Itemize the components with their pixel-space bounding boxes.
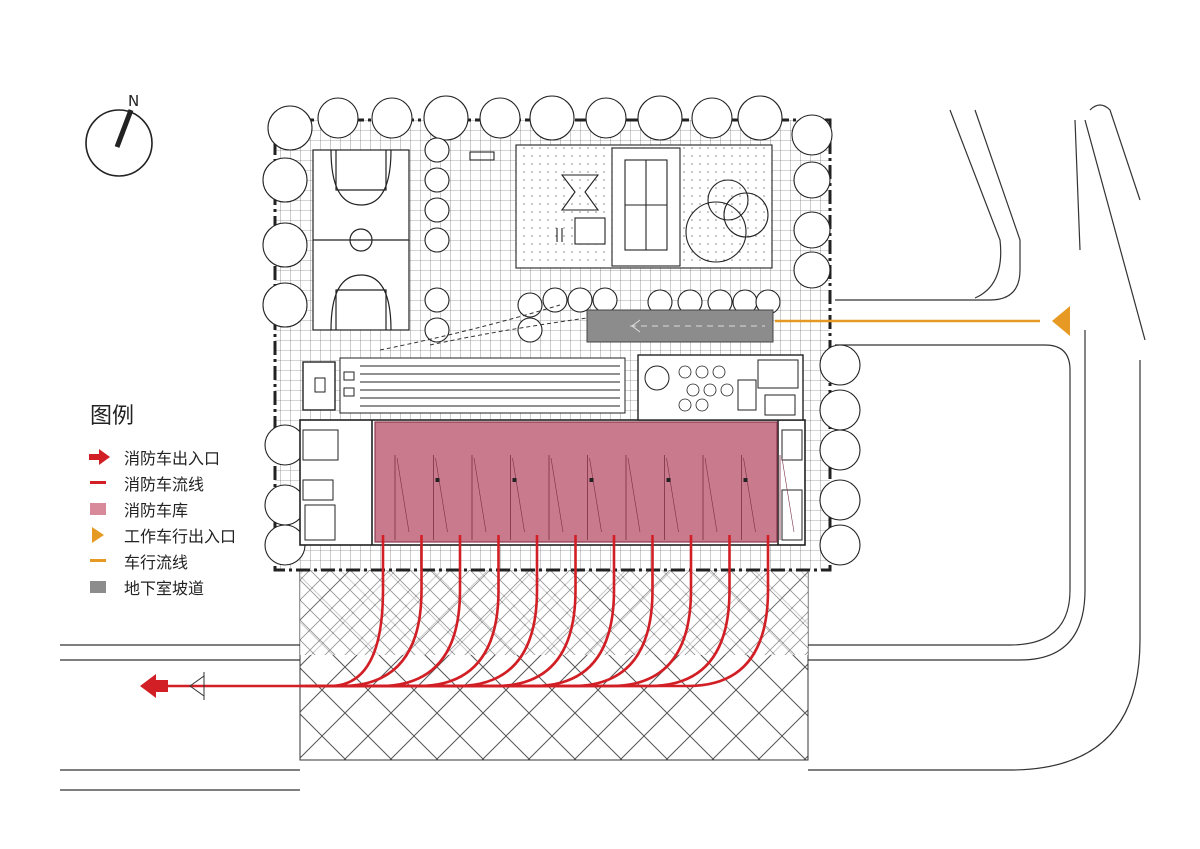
- legend-title: 图例: [90, 404, 135, 429]
- column: [435, 478, 440, 482]
- road-lines: [60, 104, 1146, 791]
- legend-item-fire-garage: 消防车库: [88, 496, 318, 522]
- column: [512, 478, 517, 482]
- legend-item-fire-route: 消防车流线: [88, 470, 318, 496]
- stair-core: [302, 361, 336, 411]
- running-track: [339, 357, 626, 414]
- fire-garage: [374, 421, 778, 543]
- legend-label: 地下室坡道: [124, 579, 205, 598]
- bay-marking: [473, 457, 487, 533]
- garage-bays: [394, 455, 795, 540]
- bay-marking: [589, 457, 602, 533]
- north-label: N: [128, 92, 139, 110]
- legend: 图例 消防车出入口 消防车流线 消防车库 工作车行出入口 车行流线 地下室坡道: [88, 398, 318, 600]
- bay-marking: [666, 457, 679, 533]
- service-entrance-marker: [1052, 306, 1070, 336]
- bay-marking: [627, 457, 641, 533]
- service-building: [637, 354, 804, 421]
- legend-item-fire-exit: 消防车出入口: [88, 444, 318, 470]
- activity-area: [469, 144, 773, 269]
- pink-swatch-icon: [88, 501, 112, 517]
- orange-line-icon: [88, 553, 112, 569]
- legend-label: 车行流线: [124, 553, 189, 572]
- bay-marking: [743, 457, 756, 533]
- north-arrow-icon: [85, 109, 153, 177]
- fire-route-curve: [346, 535, 770, 688]
- legend-label: 消防车流线: [124, 475, 205, 494]
- legend-item-basement-ramp: 地下室坡道: [88, 574, 318, 600]
- fire-exit-arrow: [140, 674, 168, 698]
- bay-marking: [781, 457, 795, 533]
- grey-swatch-icon: [88, 579, 112, 595]
- bay-marking: [396, 457, 410, 533]
- gate-marker: [189, 672, 205, 700]
- legend-label: 消防车出入口: [124, 449, 221, 468]
- fire-truck-routes: [300, 535, 770, 688]
- bay-marking: [704, 457, 718, 533]
- red-arrow-icon: [88, 449, 112, 465]
- column: [589, 478, 594, 482]
- legend-label: 工作车行出入口: [124, 527, 237, 546]
- legend-item-vehicle-route: 车行流线: [88, 548, 318, 574]
- bay-marking: [435, 457, 448, 533]
- column: [666, 478, 671, 482]
- bay-marking: [550, 457, 564, 533]
- legend-label: 消防车库: [124, 501, 189, 520]
- legend-item-service-entrance: 工作车行出入口: [88, 522, 318, 548]
- column: [743, 478, 748, 482]
- basketball-court: [312, 149, 410, 331]
- orange-triangle-icon: [88, 527, 112, 543]
- bay-marking: [512, 457, 525, 533]
- red-line-icon: [88, 475, 112, 491]
